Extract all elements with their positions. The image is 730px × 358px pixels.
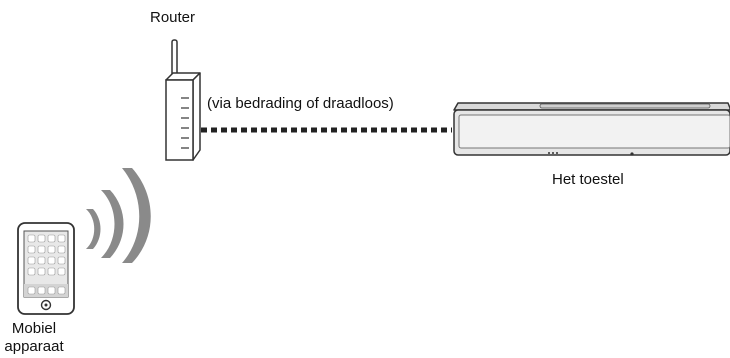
connection-label: (via bedrading of draadloos) [207, 95, 394, 112]
mobile-device-icon [17, 222, 75, 315]
soundbar-icon [453, 102, 730, 156]
router-icon [165, 39, 201, 161]
router-label: Router [150, 9, 196, 26]
mobile-device-label: Mobiel apparaat [4, 320, 64, 355]
wifi-waves-icon [86, 168, 151, 263]
device-label: Het toestel [552, 171, 624, 188]
